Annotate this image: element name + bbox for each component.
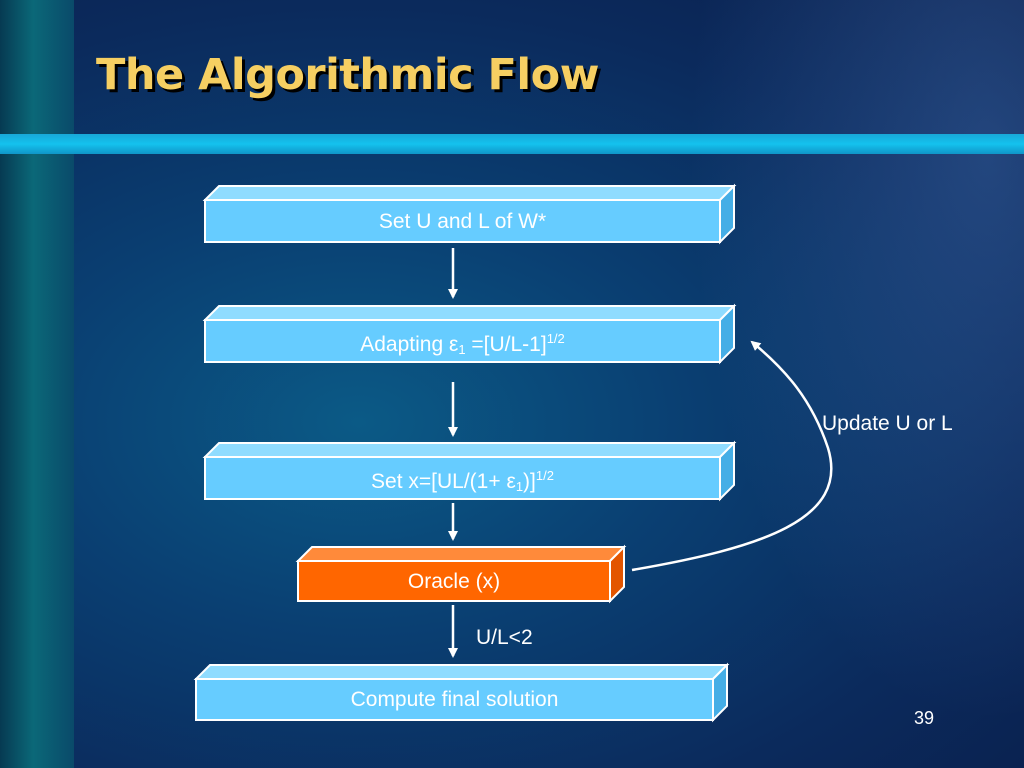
- background-left-bar: [0, 0, 74, 768]
- background-glow: [664, 0, 1024, 768]
- node-oracle-label: Oracle (x): [407, 570, 501, 593]
- slide-title: The Algorithmic Flow: [96, 50, 599, 100]
- node-oracle: [295, 544, 627, 604]
- node-set-bounds: [202, 183, 737, 245]
- arrow-update-loop: [631, 340, 833, 572]
- node-compute-label: Compute final solution: [350, 688, 559, 711]
- node-set-x: [202, 440, 737, 502]
- node-compute: [193, 662, 730, 723]
- node-set-bounds-label: Set U and L of W*: [378, 210, 547, 233]
- node-set-x-label: Set x=[UL/(1+ ε1)]1/2: [371, 468, 554, 494]
- edge-label-update: Update U or L: [822, 412, 953, 435]
- node-adapting-label: Adapting ε1 =[U/L-1]1/2: [360, 331, 565, 357]
- edge-label-condition: U/L<2: [476, 626, 533, 649]
- node-adapting: [202, 303, 737, 365]
- page-number: 39: [914, 708, 935, 728]
- background-stripe: [0, 134, 1024, 154]
